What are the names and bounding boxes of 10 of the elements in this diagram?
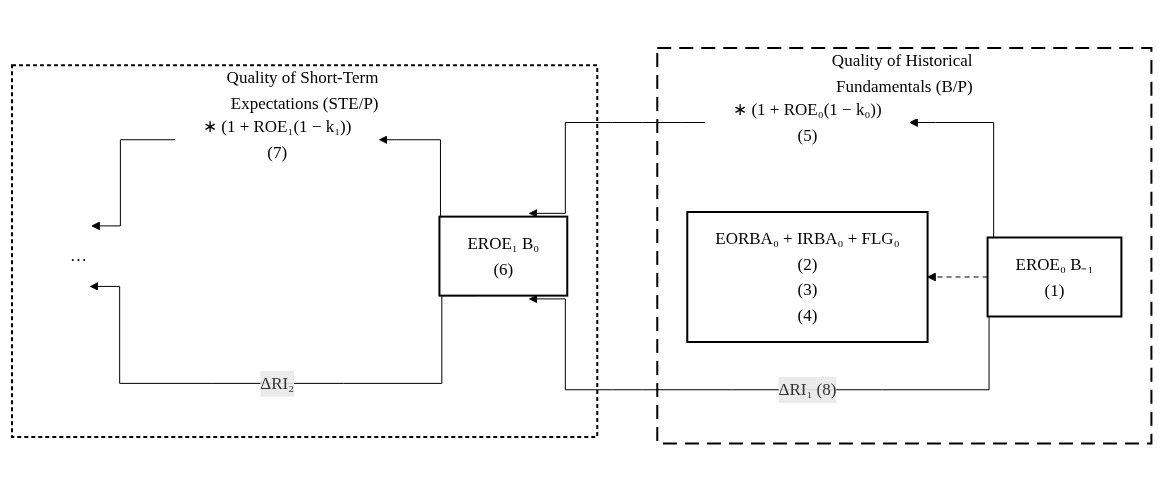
node-box: EORBA₀ + IRBA₀ + FLG₀ (2) (3) (4) [686,210,929,343]
node-text: ∗ (1 + ROE₀(1 − k₀)) (5) [733,99,882,145]
node-text: ∗ (1 + ROE₁(1 − k₁)) (7) [203,117,352,162]
edge-label: ΔRI₁ (8) [778,379,837,399]
node-box: EROE₁ B₀ (6) [438,215,569,297]
edge-label: ΔRI₂ [260,373,295,393]
arrow [91,139,176,231]
arrow [529,121,706,218]
node-box: EROE₀ B₋₁ (1) [986,236,1123,318]
node-text: … [70,246,88,266]
